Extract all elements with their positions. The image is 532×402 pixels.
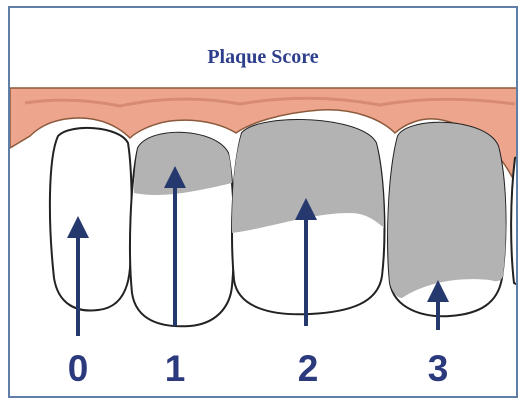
diagram-title: Plaque Score xyxy=(10,46,516,69)
score-label-2: 2 xyxy=(278,350,338,387)
tooth-0 xyxy=(50,128,132,311)
score-label-0: 0 xyxy=(48,350,108,387)
score-label-3: 3 xyxy=(408,350,468,387)
diagram-frame: Plaque Score 0 1 2 3 xyxy=(8,6,518,398)
plaque-tooth-3 xyxy=(388,123,506,298)
score-label-1: 1 xyxy=(145,350,205,387)
